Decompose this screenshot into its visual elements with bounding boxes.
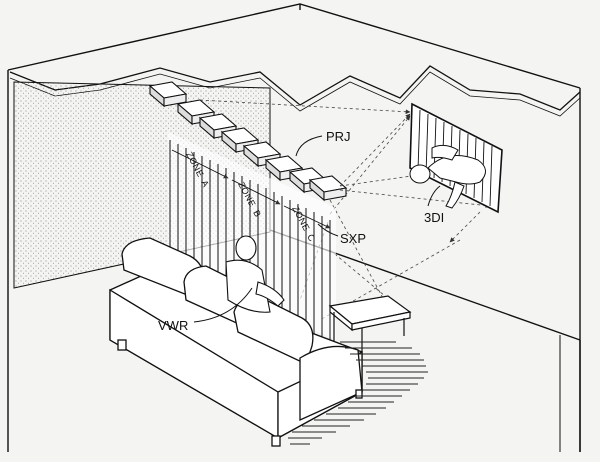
label-sxp: SXP (340, 231, 366, 246)
zone-a-letter: A (199, 178, 211, 188)
leader-lines (193, 135, 441, 323)
sofa (109, 237, 363, 447)
3d-image-frame (409, 102, 503, 214)
label-3di: 3DI (424, 210, 444, 225)
viewer-figure (225, 235, 285, 313)
projector-array (148, 81, 348, 202)
label-vwr: VWR (158, 318, 188, 333)
zone-c-letter: C (305, 232, 317, 243)
coffee-table (328, 295, 412, 352)
zone-b-letter: B (251, 208, 263, 218)
label-prj: PRJ (326, 129, 351, 144)
floor-shadow (288, 341, 428, 445)
